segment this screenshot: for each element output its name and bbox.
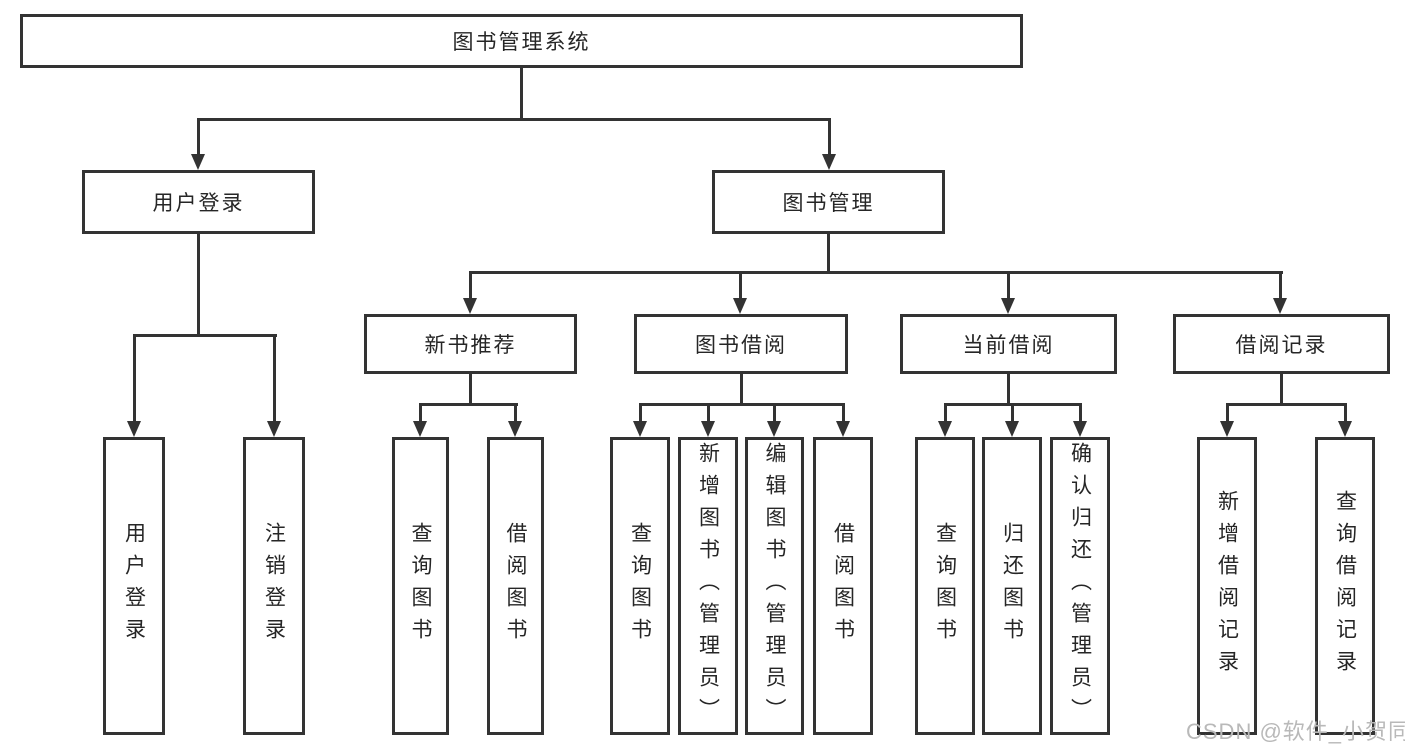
- node-label: 查询借阅记录: [1333, 490, 1357, 682]
- node-borrowing-records: 借阅记录: [1173, 314, 1390, 374]
- arrow-down-icon: [733, 298, 747, 314]
- node-label: 借阅图书: [504, 522, 527, 650]
- arrow-down-icon: [1220, 421, 1234, 437]
- node-leaf-confirm-return-admin: 确认归还（管理员）: [1050, 437, 1110, 735]
- connector-line: [197, 234, 200, 337]
- connector-line: [469, 374, 472, 406]
- node-label: 查询图书: [933, 522, 957, 650]
- node-library-management-system: 图书管理系统: [20, 14, 1023, 68]
- connector-line: [773, 403, 776, 423]
- node-label: 图书管理: [782, 192, 875, 215]
- connector-line: [739, 271, 742, 300]
- connector-line: [707, 403, 710, 423]
- connector-line: [827, 234, 830, 274]
- connector-line: [1011, 403, 1014, 423]
- connector-line: [133, 334, 136, 424]
- arrow-down-icon: [1338, 421, 1352, 437]
- node-book-borrowing: 图书借阅: [634, 314, 848, 374]
- node-label: 编辑图书（管理员）: [763, 442, 786, 730]
- node-label: 新增图书（管理员）: [696, 442, 720, 730]
- node-leaf-query-books-2: 查询图书: [610, 437, 670, 735]
- node-leaf-query-borrow-record: 查询借阅记录: [1315, 437, 1375, 735]
- node-label: 借阅记录: [1235, 334, 1328, 357]
- node-label: 图书管理系统: [452, 31, 591, 54]
- node-label: 查询图书: [409, 522, 432, 650]
- connector-line: [419, 403, 422, 423]
- node-current-borrowing: 当前借阅: [900, 314, 1117, 374]
- arrow-down-icon: [1273, 298, 1287, 314]
- arrow-down-icon: [463, 298, 477, 314]
- arrow-down-icon: [836, 421, 850, 437]
- arrow-down-icon: [127, 421, 141, 437]
- node-leaf-borrow-books-2: 借阅图书: [813, 437, 873, 735]
- node-label: 用户登录: [152, 192, 245, 215]
- connector-line: [1079, 403, 1082, 423]
- node-leaf-edit-books-admin: 编辑图书（管理员）: [745, 437, 804, 735]
- arrow-down-icon: [633, 421, 647, 437]
- connector-line: [1007, 271, 1010, 300]
- node-leaf-borrow-books-1: 借阅图书: [487, 437, 544, 735]
- node-new-book-recommend: 新书推荐: [364, 314, 577, 374]
- arrow-down-icon: [822, 154, 836, 170]
- node-label: 新书推荐: [424, 334, 517, 357]
- arrow-down-icon: [938, 421, 952, 437]
- node-user-login: 用户登录: [82, 170, 315, 234]
- connector-line: [944, 403, 947, 423]
- connector-line: [520, 68, 523, 121]
- connector-line: [197, 118, 200, 156]
- node-label: 当前借阅: [962, 334, 1055, 357]
- connector-line: [419, 403, 518, 406]
- node-label: 查询图书: [628, 522, 652, 650]
- node-leaf-add-borrow-record: 新增借阅记录: [1197, 437, 1257, 735]
- connector-line: [1007, 374, 1010, 406]
- node-label: 归还图书: [1000, 522, 1024, 650]
- connector-line: [1279, 271, 1282, 300]
- arrow-down-icon: [267, 421, 281, 437]
- node-label: 新增借阅记录: [1215, 490, 1239, 682]
- arrow-down-icon: [1005, 421, 1019, 437]
- node-leaf-query-books-3: 查询图书: [915, 437, 975, 735]
- node-label: 图书借阅: [695, 334, 787, 357]
- arrow-down-icon: [1001, 298, 1015, 314]
- arrow-down-icon: [413, 421, 427, 437]
- connector-line: [1226, 403, 1229, 423]
- arrow-down-icon: [508, 421, 522, 437]
- connector-line: [1280, 374, 1283, 406]
- node-leaf-user-login: 用户登录: [103, 437, 165, 735]
- connector-line: [469, 271, 472, 300]
- connector-line: [469, 271, 1283, 274]
- node-label: 确认归还（管理员）: [1068, 442, 1092, 730]
- connector-line: [197, 118, 831, 121]
- arrow-down-icon: [191, 154, 205, 170]
- watermark: CSDN @软件_小贺同学: [1186, 719, 1405, 744]
- node-book-management: 图书管理: [712, 170, 945, 234]
- node-leaf-query-books-1: 查询图书: [392, 437, 449, 735]
- connector-line: [828, 118, 831, 156]
- connector-line: [1344, 403, 1347, 423]
- arrow-down-icon: [1073, 421, 1087, 437]
- connector-line: [273, 334, 276, 424]
- node-leaf-logout: 注销登录: [243, 437, 305, 735]
- node-label: 借阅图书: [831, 522, 855, 650]
- arrow-down-icon: [701, 421, 715, 437]
- connector-line: [133, 334, 277, 337]
- node-label: 注销登录: [262, 522, 286, 650]
- node-label: 用户登录: [122, 522, 146, 650]
- arrow-down-icon: [767, 421, 781, 437]
- connector-line: [639, 403, 845, 406]
- connector-line: [639, 403, 642, 423]
- node-leaf-add-books-admin: 新增图书（管理员）: [678, 437, 738, 735]
- node-leaf-return-books: 归还图书: [982, 437, 1042, 735]
- connector-line: [842, 403, 845, 423]
- connector-line: [1226, 403, 1347, 406]
- connector-line: [514, 403, 517, 423]
- connector-line: [740, 374, 743, 406]
